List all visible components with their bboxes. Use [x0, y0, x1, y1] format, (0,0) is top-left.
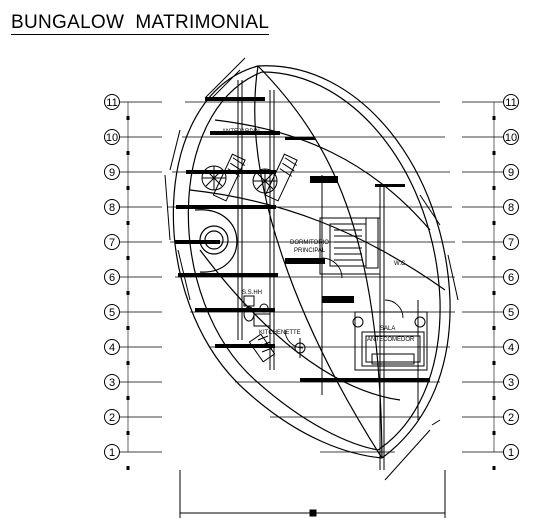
axis-label-right-4: 4 — [508, 342, 514, 354]
wall-hatches — [175, 97, 430, 382]
axis-label-left-11: 11 — [106, 97, 117, 109]
label-bedroom-2: PRINCIPAL — [294, 248, 326, 254]
axis-bubble-left-4 — [104, 339, 120, 355]
axis-label-left-8: 8 — [109, 202, 115, 214]
inner-curve-5 — [189, 189, 446, 291]
label-living-1: SALA — [380, 326, 395, 332]
axis-bubble-left-11 — [104, 94, 120, 110]
axis-bubble-right-9 — [503, 164, 519, 180]
axis-label-right-8: 8 — [508, 202, 514, 214]
axis-bubble-left-7 — [104, 234, 120, 250]
living-furniture — [352, 311, 428, 371]
inner-curve-4 — [214, 119, 431, 231]
axis-bubble-right-3 — [503, 374, 519, 390]
axis-tick-right-1 — [492, 466, 496, 470]
axis-bubble-left-1 — [104, 444, 120, 460]
axis-bubble-right-7 — [503, 234, 519, 250]
label-bedroom-1: DORMITORIO — [290, 240, 329, 246]
axis-label-right-10: 10 — [505, 132, 517, 144]
axis-bubble-left-6 — [104, 269, 120, 285]
axis-label-right-5: 5 — [508, 307, 514, 319]
toilet-tank — [243, 295, 255, 307]
axis-bubble-left-8 — [104, 199, 120, 215]
axis-bubble-right-6 — [503, 269, 519, 285]
bath-fixtures — [243, 295, 271, 327]
inner-curve-1 — [257, 65, 383, 459]
axis-tick-left-1 — [126, 466, 130, 470]
door-swings — [284, 257, 404, 349]
axis-label-right-11: 11 — [505, 97, 516, 109]
axis-label-left-9: 9 — [109, 167, 115, 179]
grid-axes-left: 11 10 9 8 7 6 5 4 3 2 1 — [104, 94, 162, 470]
axis-label-left-5: 5 — [109, 307, 115, 319]
axis-bubble-left-5 — [104, 304, 120, 320]
sofa — [361, 331, 425, 367]
axis-label-left-1: 1 — [109, 447, 115, 459]
inner-wall-right — [261, 71, 441, 451]
inner-curve-2 — [254, 65, 383, 459]
axis-label-left-2: 2 — [109, 412, 115, 424]
drawing-title: BUNGALOW MATRIMONIAL — [11, 12, 270, 35]
axis-bubble-left-10 — [104, 129, 120, 145]
axis-bubble-left-9 — [104, 164, 120, 180]
axis-bubble-right-1 — [503, 444, 519, 460]
outer-wall-right — [257, 65, 451, 459]
label-living-2: ANTECOMEDOR — [367, 337, 415, 343]
axis-label-left-6: 6 — [109, 272, 115, 284]
sink — [253, 313, 271, 327]
axis-label-left-10: 10 — [106, 132, 118, 144]
axis-bubble-right-4 — [503, 339, 519, 355]
axis-bubble-right-10 — [503, 129, 519, 145]
label-bath: S.S.HH — [242, 290, 262, 296]
label-wc: W.C. — [394, 261, 407, 267]
jacuzzi — [194, 209, 238, 273]
bedroom-furniture — [319, 217, 381, 275]
bottom-dimension — [179, 470, 446, 518]
inner-wall-left — [187, 71, 379, 451]
outer-wall-left — [172, 65, 383, 459]
axis-label-right-7: 7 — [508, 237, 514, 249]
vertical-walls — [237, 80, 419, 470]
label-terrace: ANTEJARDIN — [222, 129, 260, 135]
terrace-furniture — [201, 153, 298, 202]
grid-axes-right: 11 10 9 8 7 6 5 4 3 2 1 — [462, 94, 519, 470]
axis-label-left-7: 7 — [109, 237, 115, 249]
axis-label-right-3: 3 — [508, 377, 514, 389]
axis-bubble-right-5 — [503, 304, 519, 320]
axis-bubble-right-8 — [503, 199, 519, 215]
axis-label-right-9: 9 — [508, 167, 514, 179]
axis-bubble-right-11 — [503, 94, 519, 110]
axis-bubble-left-2 — [104, 409, 120, 425]
lounge-chair-right — [264, 153, 298, 202]
label-kitchen: KITCHENETTE — [259, 330, 301, 336]
kitchen-fixtures — [248, 333, 306, 363]
lounge-chair-left — [212, 153, 246, 202]
axis-label-left-3: 3 — [109, 377, 115, 389]
axis-bubble-right-2 — [503, 409, 519, 425]
axis-label-left-4: 4 — [109, 342, 115, 354]
axis-label-right-1: 1 — [508, 447, 514, 459]
axis-bubble-left-3 — [104, 374, 120, 390]
axis-label-right-2: 2 — [508, 412, 514, 424]
inner-curve-3 — [199, 249, 401, 401]
axis-label-right-6: 6 — [508, 272, 514, 284]
room-labels: ANTEJARDIN DORMITORIO PRINCIPAL S.S.HH K… — [222, 129, 415, 343]
outer-walls — [172, 65, 451, 459]
